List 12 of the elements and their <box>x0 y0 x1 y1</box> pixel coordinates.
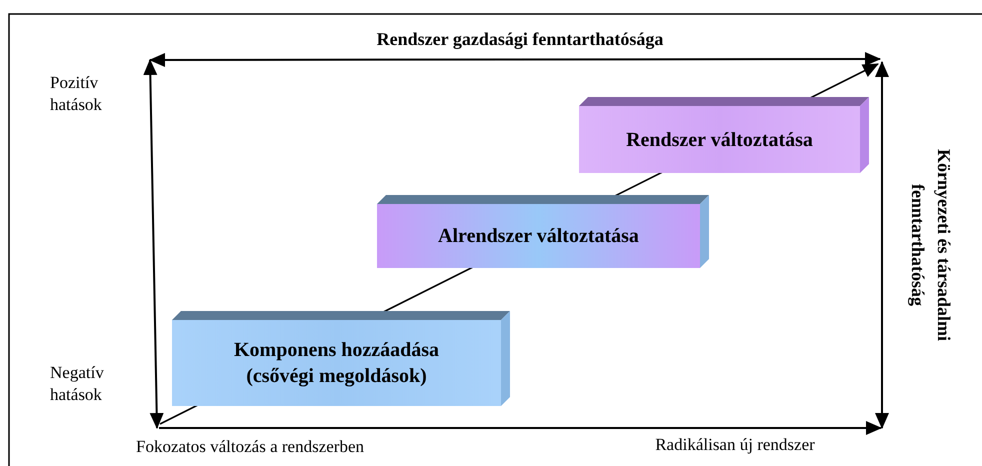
axis-label: Negatív hatások <box>50 362 105 406</box>
box-label: Rendszer változtatása <box>625 128 814 152</box>
process-box <box>377 195 709 268</box>
axis-title: Környezeti és társadalmi fenntarthatóság <box>907 148 955 343</box>
process-box <box>172 311 510 406</box>
box-label: Alrendszer változtatása <box>437 224 640 249</box>
axis-label: Radikálisan új rendszer <box>654 434 816 456</box>
axis-title: Rendszer gazdasági fenntarthatósága <box>376 28 664 50</box>
box-label: Komponens hozzáadása (csővégi megoldások) <box>232 338 440 389</box>
axis-label: Fokozatos változás a rendszerben <box>135 436 365 458</box>
axis-label: Pozitív hatások <box>50 72 103 116</box>
process-box <box>579 97 869 173</box>
